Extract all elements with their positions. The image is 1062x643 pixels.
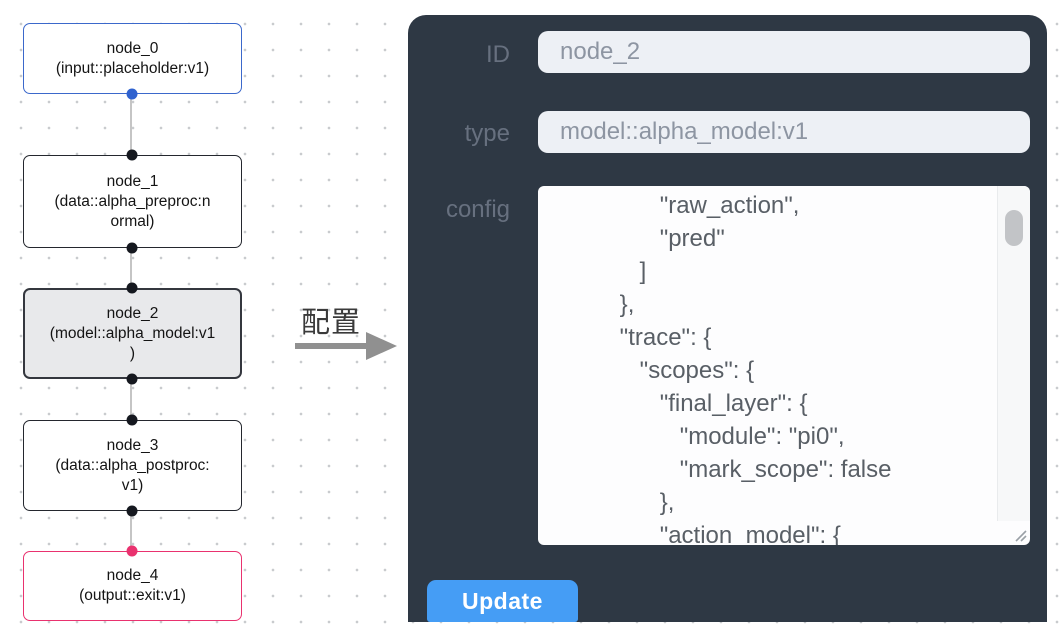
type-input[interactable]: model::alpha_model:v1 bbox=[538, 111, 1030, 153]
config-panel: ID node_2 type model::alpha_model:v1 con… bbox=[408, 15, 1047, 622]
node-label: node_1 (data::alpha_preproc:n ormal) bbox=[54, 172, 211, 230]
port-node3-output[interactable] bbox=[126, 505, 138, 517]
node-label: node_3 (data::alpha_postproc: v1) bbox=[55, 436, 210, 494]
node-node_3[interactable]: node_3 (data::alpha_postproc: v1) bbox=[23, 420, 242, 511]
config-json-code: "raw_action", "pred" ] }, "trace": { "sc… bbox=[619, 192, 892, 545]
resize-handle-icon[interactable] bbox=[1012, 527, 1027, 542]
type-field-label: type bbox=[464, 120, 510, 147]
port-node1-input[interactable] bbox=[126, 149, 138, 161]
port-node1-output[interactable] bbox=[126, 242, 138, 254]
type-input-value: model::alpha_model:v1 bbox=[560, 118, 809, 145]
edge-node3-node4 bbox=[130, 511, 132, 551]
config-scrollbar-thumb[interactable] bbox=[1005, 210, 1023, 246]
port-node3-input[interactable] bbox=[126, 414, 138, 426]
config-scrollbar[interactable] bbox=[997, 186, 1030, 521]
node-node_0[interactable]: node_0 (input::placeholder:v1) bbox=[23, 23, 242, 94]
id-field-label: ID bbox=[486, 41, 510, 68]
edge-node0-node1 bbox=[130, 94, 132, 155]
port-node4-input[interactable] bbox=[126, 545, 138, 557]
arrow-right-icon bbox=[295, 332, 397, 360]
node-node_1[interactable]: node_1 (data::alpha_preproc:n ormal) bbox=[23, 155, 242, 248]
edge-node1-node2 bbox=[130, 248, 132, 288]
config-field-label: config bbox=[445, 196, 510, 223]
config-textarea[interactable]: "raw_action", "pred" ] }, "trace": { "sc… bbox=[538, 186, 1030, 545]
edge-node2-node3 bbox=[130, 379, 132, 420]
id-input-value: node_2 bbox=[560, 38, 641, 65]
node-label: node_2 (model::alpha_model:v1 ) bbox=[49, 304, 216, 362]
node-label: node_0 (input::placeholder:v1) bbox=[55, 39, 210, 77]
node-node_2-selected[interactable]: node_2 (model::alpha_model:v1 ) bbox=[23, 288, 242, 379]
port-node2-input[interactable] bbox=[126, 282, 138, 294]
id-input[interactable]: node_2 bbox=[538, 31, 1030, 73]
transition-label: 配置 bbox=[301, 307, 362, 339]
update-button[interactable]: Update bbox=[427, 580, 578, 622]
port-node2-output[interactable] bbox=[126, 373, 138, 385]
node-node_4[interactable]: node_4 (output::exit:v1) bbox=[23, 551, 242, 621]
node-label: node_4 (output::exit:v1) bbox=[79, 567, 186, 604]
port-node0-output[interactable] bbox=[126, 88, 138, 100]
